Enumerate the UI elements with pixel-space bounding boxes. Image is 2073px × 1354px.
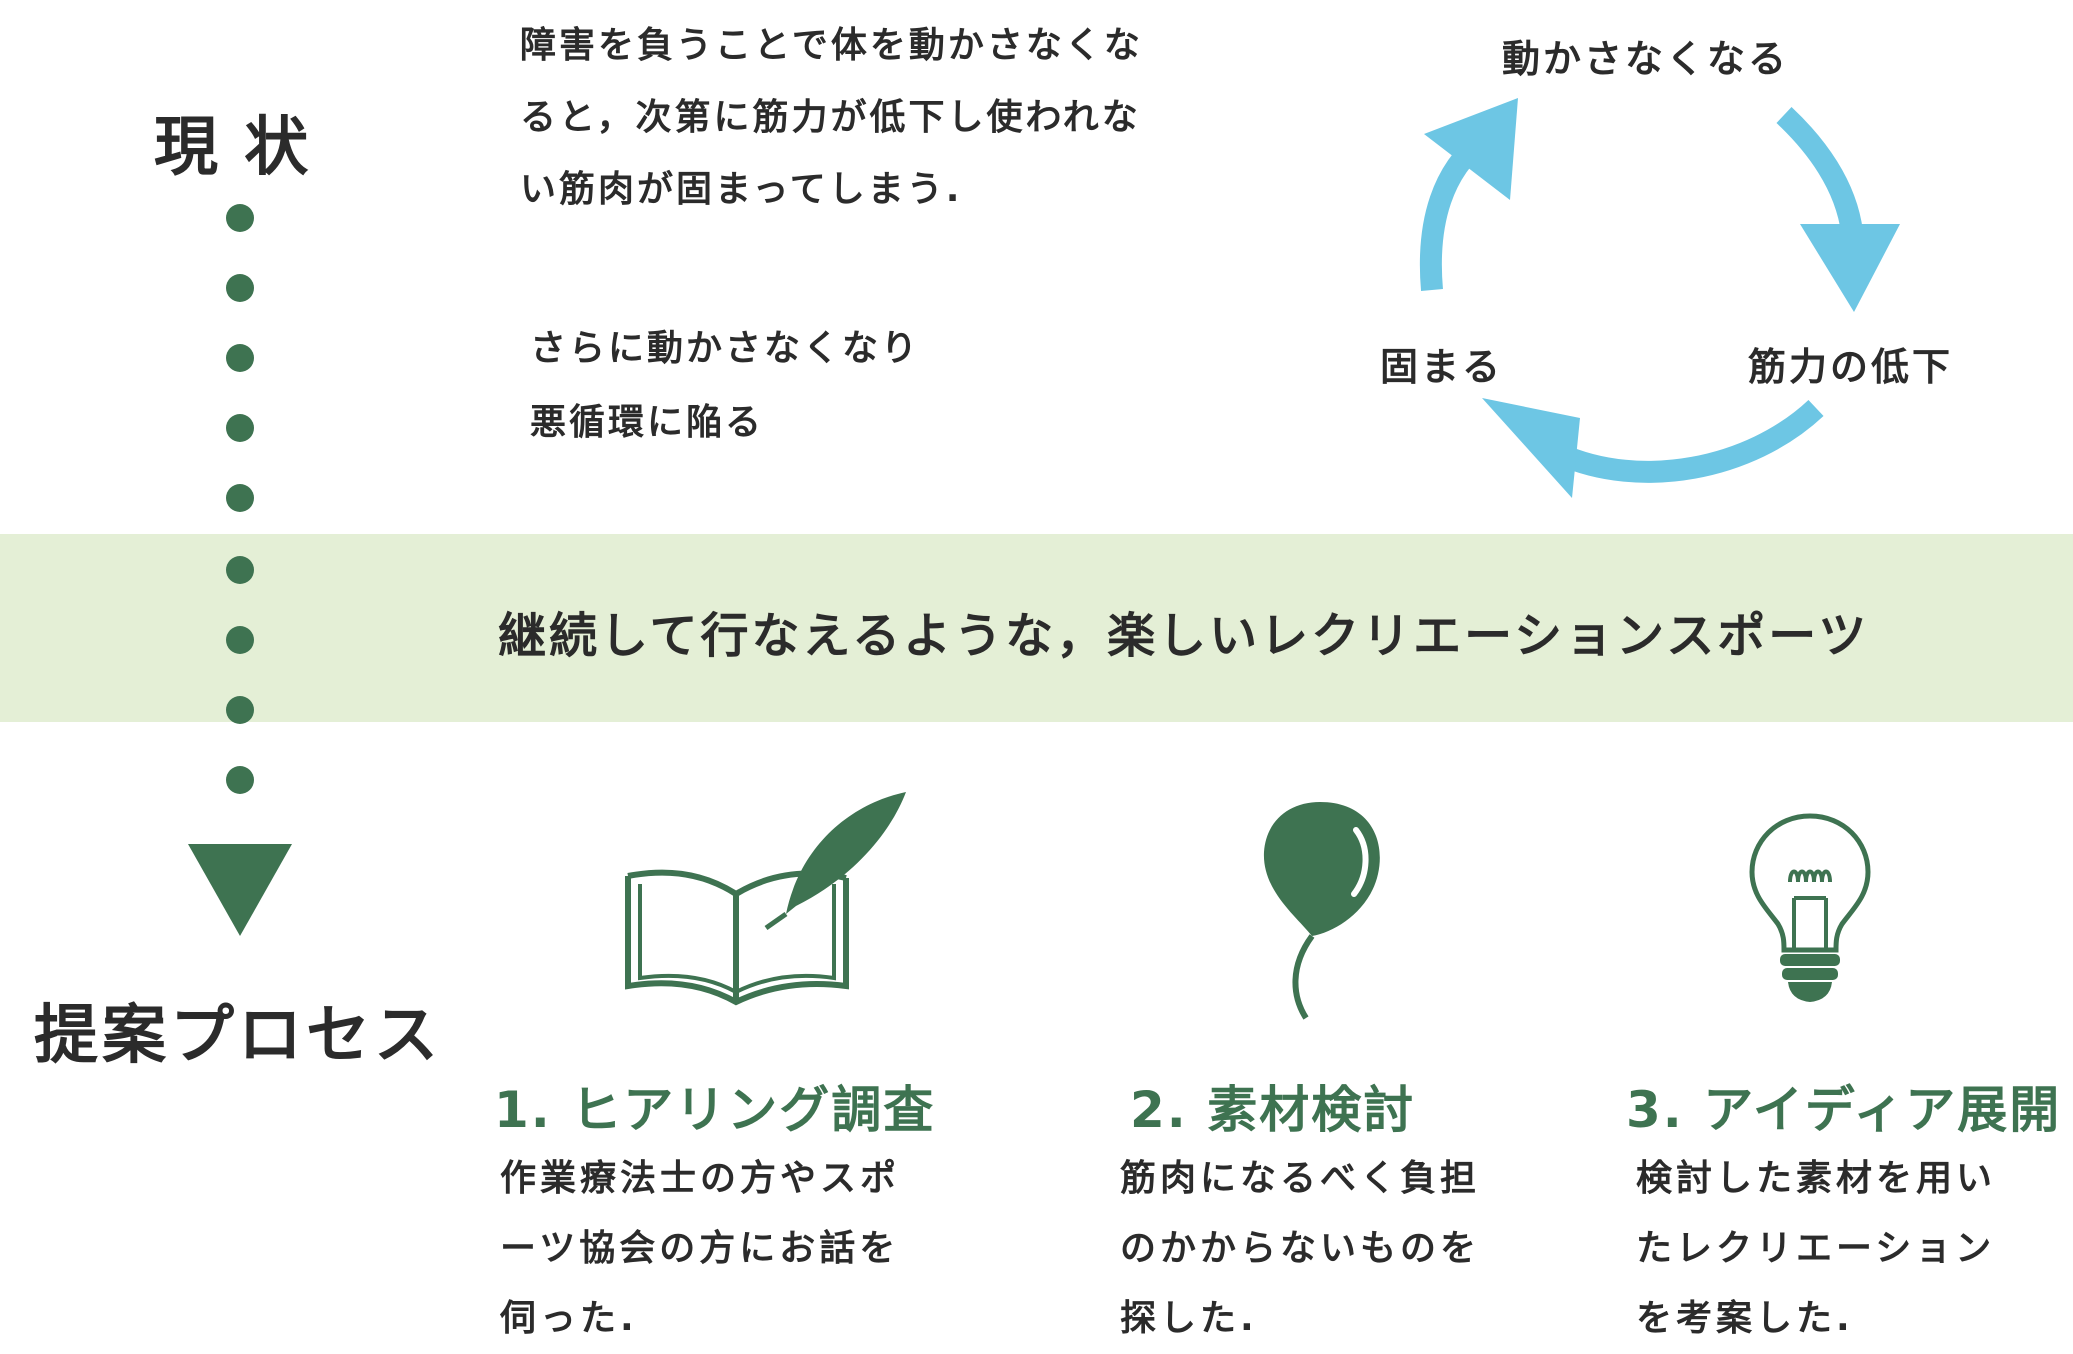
step-body-line: 筋肉になるべく負担 xyxy=(1120,1158,1481,1199)
step-body-line: 伺った. xyxy=(500,1298,638,1339)
vicious-cycle-description: さらに動かさなくなり 悪循環に陥る xyxy=(530,312,920,460)
step-2-title: 2. 素材検討 xyxy=(1130,1081,1416,1139)
step-body-line: 探した. xyxy=(1120,1298,1258,1339)
step-body-line: のかからないものを xyxy=(1120,1228,1481,1269)
description-line: 悪循環に陥る xyxy=(530,402,765,443)
arrowhead xyxy=(1800,224,1900,312)
description-line: い筋肉が固まってしまう. xyxy=(520,169,963,210)
theme-text: 継続して行なえるような，楽しいレクリエーションスポーツ xyxy=(498,608,1870,664)
flow-dot xyxy=(226,344,254,372)
flow-dot xyxy=(226,766,254,794)
description-line: ると，次第に筋力が低下し使われな xyxy=(520,97,1141,138)
balloon-icon xyxy=(1263,802,1380,1020)
cycle-node-right: 筋力の低下 xyxy=(1748,345,1954,389)
step-body-line: 検討した素材を用い xyxy=(1636,1158,1997,1199)
description-line: 障害を負うことで体を動かさなくな xyxy=(520,25,1143,66)
flow-dot xyxy=(226,204,254,232)
cycle-node-top: 動かさなくなる xyxy=(1502,37,1790,81)
step-body-line: を考案した. xyxy=(1636,1298,1854,1339)
flow-dot xyxy=(226,556,254,584)
arrowhead xyxy=(1482,398,1580,498)
arrow-top-to-right xyxy=(1776,106,1863,234)
step-body-line: ーツ協会の方にお話を xyxy=(500,1228,900,1269)
flow-dot xyxy=(226,414,254,442)
current-heading: 現 状 xyxy=(154,111,311,185)
description-line: さらに動かさなくなり xyxy=(530,328,921,369)
step-3-title: 3. アイディア展開 xyxy=(1626,1081,2062,1139)
proposal-heading: 提案プロセス xyxy=(34,999,442,1073)
step-1-title: 1. ヒアリング調査 xyxy=(494,1081,936,1139)
arrowhead xyxy=(1424,98,1518,200)
arrow-right-to-left xyxy=(1555,399,1824,483)
step-body-line: たレクリエーション xyxy=(1636,1228,1996,1269)
flow-dot xyxy=(226,626,254,654)
step-body-line: 作業療法士の方やスポ xyxy=(500,1158,901,1199)
step-1-body: 作業療法士の方やスポ ーツ協会の方にお話を 伺った. xyxy=(500,1144,900,1354)
lightbulb-icon xyxy=(1749,813,1871,1002)
flow-dot xyxy=(226,696,254,724)
flow-dot xyxy=(226,484,254,512)
book-quill-icon xyxy=(625,792,906,1006)
cycle-node-left: 固まる xyxy=(1380,345,1504,389)
cycle-arrows xyxy=(1419,98,1900,498)
step-3-body: 検討した素材を用い たレクリエーション を考案した. xyxy=(1636,1144,1996,1354)
current-description: 障害を負うことで体を動かさなくな ると，次第に筋力が低下し使われな い筋肉が固ま… xyxy=(520,10,1143,226)
step-2-body: 筋肉になるべく負担 のかからないものを 探した. xyxy=(1120,1144,1480,1354)
flow-arrowhead-icon xyxy=(188,844,292,936)
theme-band xyxy=(0,534,2073,722)
flow-dot xyxy=(226,274,254,302)
